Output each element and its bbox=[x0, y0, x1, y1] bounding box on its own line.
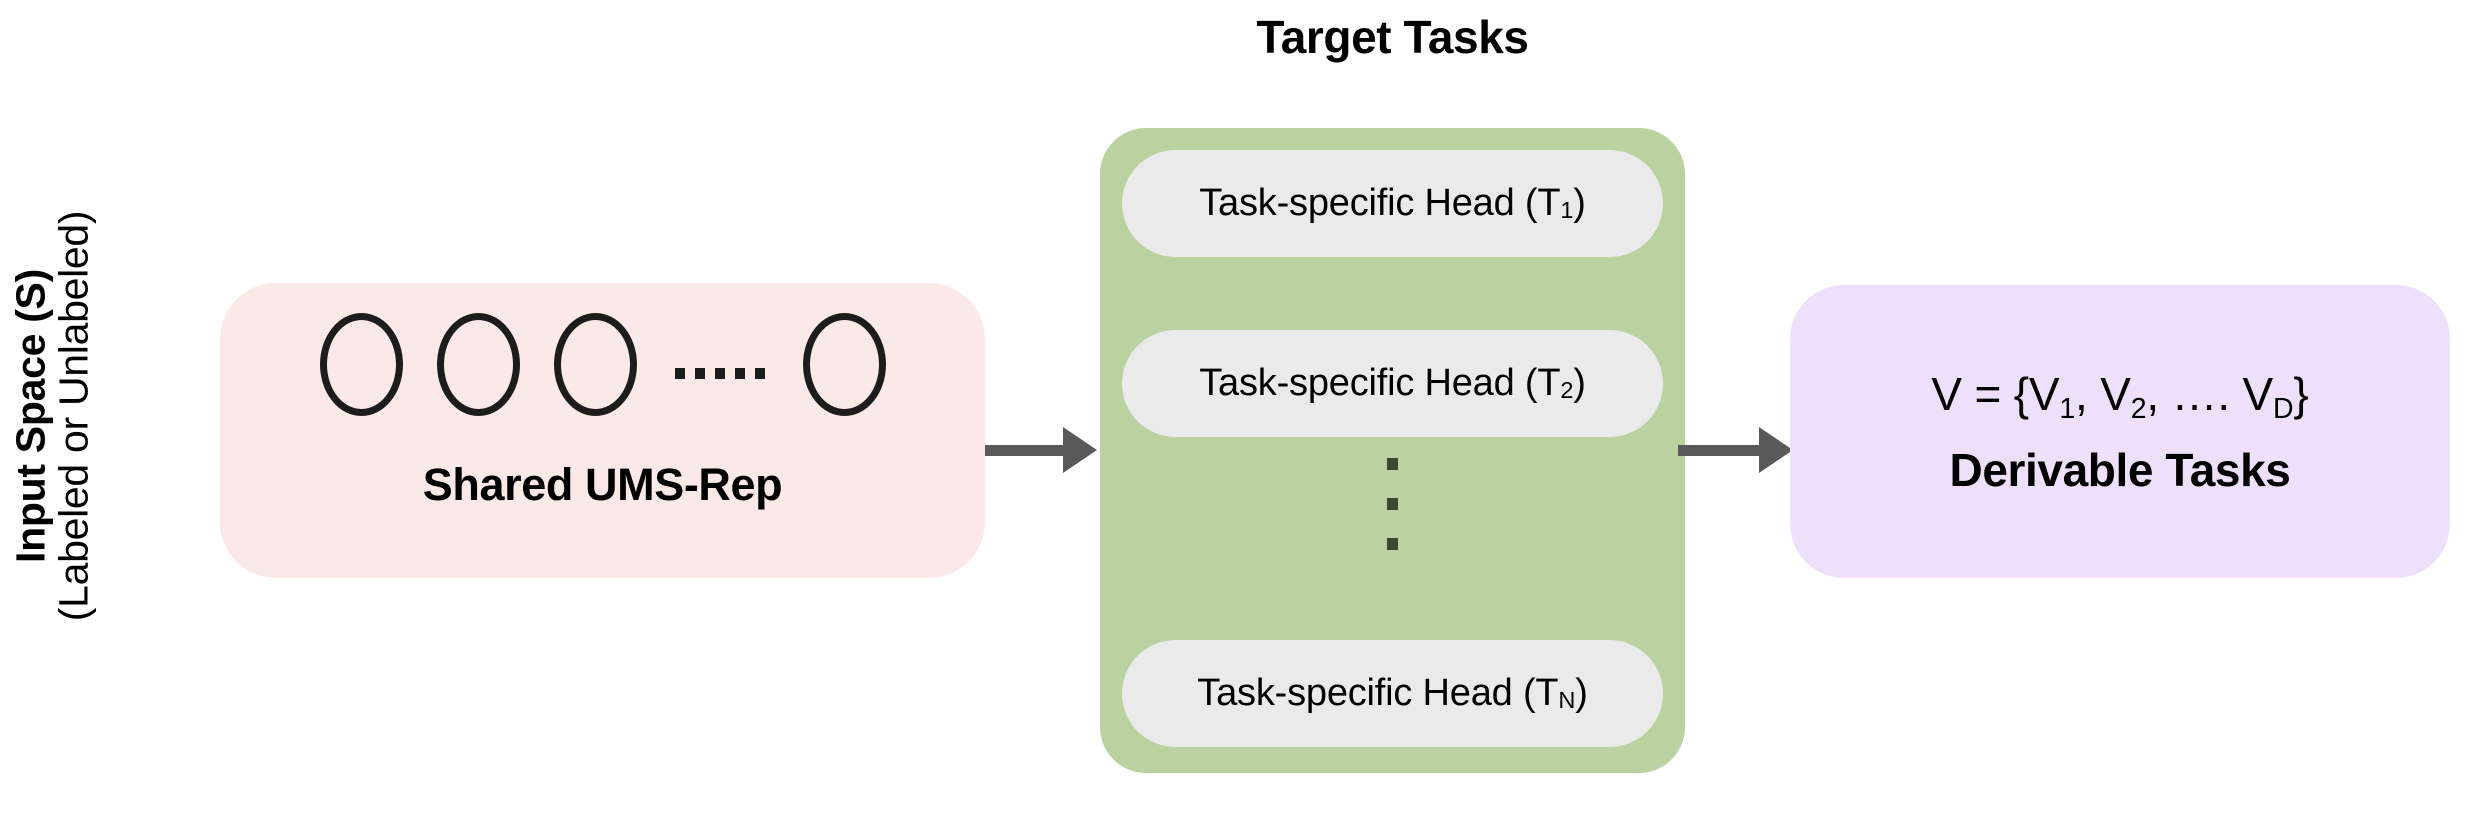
formula-suffix: } bbox=[2293, 367, 2309, 420]
arrow-target-tasks-to-derivable-tasks bbox=[1678, 427, 1793, 473]
representation-node bbox=[553, 312, 637, 416]
formula-mid-1: , V bbox=[2075, 367, 2131, 420]
target-tasks-title: Target Tasks bbox=[1256, 11, 1529, 63]
representation-node-row bbox=[220, 309, 985, 419]
formula-mid-2: , …. V bbox=[2146, 367, 2273, 420]
representation-node bbox=[319, 312, 403, 416]
arrow-shaft bbox=[1678, 444, 1759, 456]
task-head-2-label: Task-specific Head (T bbox=[1199, 362, 1561, 404]
input-space-label-rotated: Input Space (S) (Labeled or Unlabeled) bbox=[7, 210, 96, 622]
arrow-shared-rep-to-target-tasks bbox=[985, 427, 1097, 473]
task-head-2-close: ) bbox=[1573, 362, 1586, 404]
representation-node bbox=[436, 312, 520, 416]
arrow-shaft bbox=[985, 444, 1063, 456]
formula-sub-1: 1 bbox=[2059, 393, 2076, 426]
derivable-tasks-panel: V = {V1, V2, …. VD} Derivable Tasks bbox=[1790, 285, 2450, 578]
input-space-title: Input Space (S) bbox=[7, 269, 54, 563]
formula-sub-3: D bbox=[2272, 393, 2294, 426]
input-space-subtitle: (Labeled or Unlabeled) bbox=[50, 210, 96, 622]
formula-sub-2: 2 bbox=[2130, 393, 2147, 426]
input-space-label: Input Space (S) (Labeled or Unlabeled) bbox=[0, 0, 104, 832]
formula-prefix: V = {V bbox=[1931, 367, 2060, 420]
shared-ums-rep-caption: Shared UMS-Rep bbox=[422, 459, 783, 510]
representation-node bbox=[802, 312, 886, 416]
derivable-tasks-caption: Derivable Tasks bbox=[1949, 443, 2291, 496]
task-head-1-close: ) bbox=[1573, 182, 1586, 224]
arrow-head-icon bbox=[1759, 427, 1793, 473]
shared-ums-rep-panel: Shared UMS-Rep bbox=[220, 283, 985, 578]
task-head-n-subscript: N bbox=[1558, 687, 1576, 714]
horizontal-ellipsis-icon bbox=[671, 367, 769, 379]
task-head-2-subscript: 2 bbox=[1560, 377, 1574, 404]
vertical-ellipsis-icon bbox=[1100, 458, 1685, 550]
task-head-1-label: Task-specific Head (T bbox=[1199, 182, 1561, 224]
arrow-head-icon bbox=[1063, 427, 1097, 473]
task-head-n-close: ) bbox=[1575, 672, 1588, 714]
task-head-1-subscript: 1 bbox=[1560, 197, 1574, 224]
derivable-tasks-formula: V = {V1, V2, …. VD} bbox=[1931, 367, 2309, 426]
task-head-n-label: Task-specific Head (T bbox=[1197, 672, 1559, 714]
